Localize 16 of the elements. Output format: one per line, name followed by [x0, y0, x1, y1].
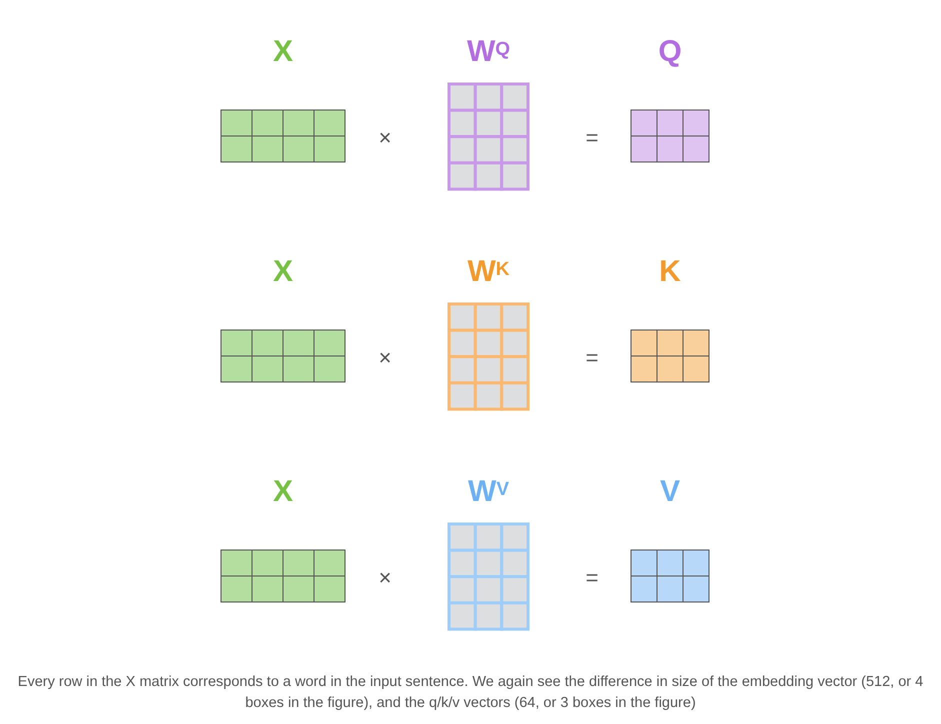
equals-sign: = [586, 126, 598, 150]
matrix-label: W$^{K}$ [467, 255, 510, 289]
caption: Every row in the X matrix corresponds to a word in the input sentence. We again see the difference in size of the embedding vector (512, or 4 boxes in the figure), and the q/k/v vectors (64, or 3 boxes in the figure) [16, 673, 924, 713]
matrix-label: W$^{V}$ [468, 475, 509, 509]
matrix-label: X [272, 35, 293, 69]
matrix-label: Q [658, 35, 682, 69]
matrix-label: K [659, 255, 681, 289]
matrix-label: X [272, 475, 293, 509]
multiply-sign: × [378, 346, 392, 370]
matrix-label: V [660, 475, 680, 509]
multiply-sign: × [378, 126, 392, 150]
equals-sign: = [586, 566, 598, 590]
matrix-label: W$^{Q}$ [466, 35, 510, 69]
multiply-sign: × [378, 566, 392, 590]
equals-sign: = [586, 346, 598, 370]
matrix-label: X [272, 255, 293, 289]
